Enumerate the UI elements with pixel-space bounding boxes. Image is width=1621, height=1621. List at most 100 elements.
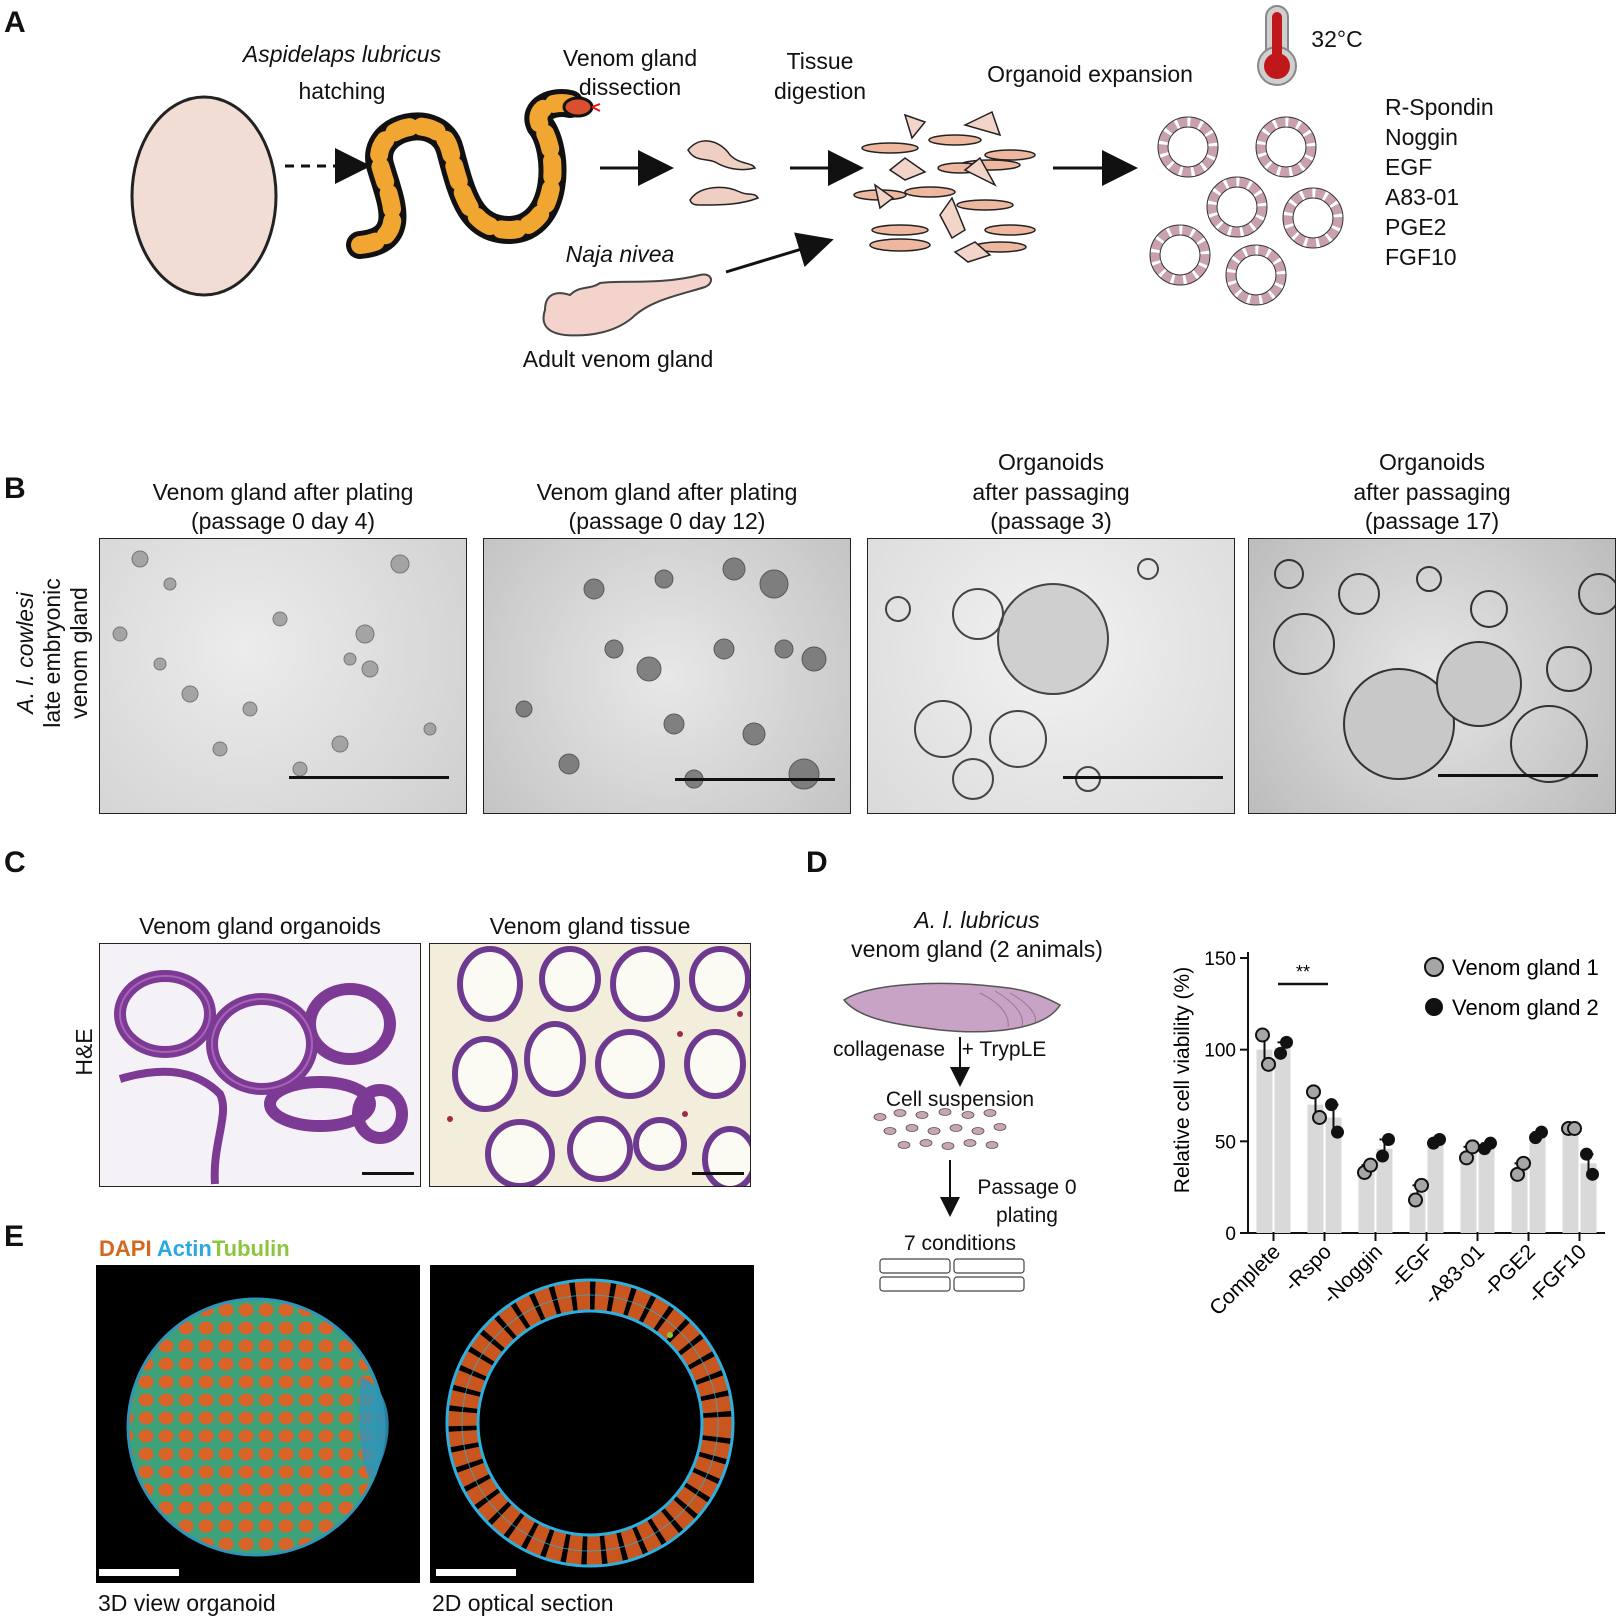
fluor-2d-image [430,1265,754,1583]
temperature-label: 32°C [1311,26,1363,52]
d-schematic [842,982,1062,1292]
micrograph-p0-day4 [99,538,467,814]
bar [1460,1152,1477,1233]
data-point [1408,1192,1423,1208]
tissue-he-title: Venom gland tissue [489,913,691,939]
row-label-b: A. l. cowlesi late embryonic venom gland [12,538,93,768]
bar [1427,1141,1444,1233]
legend-label-s1: Venom gland 1 [1452,955,1599,980]
y-tick-label: 100 [1204,1041,1236,1062]
organoid-rings-icon [1150,117,1343,305]
image-title-line2: (passage 0 day 12) [568,508,766,534]
growth-factor-list: R-Spondin Noggin EGF A83-01 PGE2 FGF10 [1385,92,1494,272]
row-label-stage: late embryonic [39,578,65,728]
data-point [1312,1110,1327,1125]
d-step-collagenase: collagenase [832,1038,946,1061]
caption-2d: 2D optical section [432,1590,614,1616]
egg-icon [130,95,278,297]
d-source: venom gland (2 animals) [851,936,1103,962]
he-tissue-image [429,943,751,1187]
data-point [1484,1136,1497,1150]
bar [1256,1049,1273,1233]
d-species: A. l. lubricus [914,907,1040,933]
data-point [1376,1149,1389,1163]
factor-item: EGF [1385,154,1433,180]
factor-item: A83-01 [1385,184,1460,210]
culture-dishes-icon [879,1258,1025,1292]
data-point [1567,1121,1582,1136]
hatching-label: hatching [298,78,386,104]
d-passage-2: plating [996,1204,1058,1227]
actin-label: Actin [156,1236,212,1261]
viability-chart: Relative cell viability (%) 050100150Com… [1171,949,1605,1320]
d-conditions: 7 conditions [903,1232,1017,1255]
data-point [1414,1177,1429,1193]
panel-label-a: A [4,6,26,39]
venom-gland-icon [842,982,1062,1033]
caption-3d: 3D view organoid [98,1590,276,1616]
data-point [1433,1133,1446,1146]
digestion-label-2: digestion [773,78,867,104]
adult-gland-label: Adult venom gland [522,346,714,372]
dissection-label-2: dissection [578,74,682,100]
data-point [1255,1027,1270,1043]
micrograph-passage3 [867,538,1235,814]
expansion-label: Organoid expansion [987,61,1193,87]
factor-item: PGE2 [1385,214,1447,240]
digested-cells-icon [853,110,1036,263]
bar [1358,1168,1375,1233]
d-passage-1: Passage 0 [977,1176,1077,1199]
scale-bar [289,776,449,779]
data-point [1516,1155,1531,1171]
factor-item: FGF10 [1385,244,1457,270]
bar [1376,1148,1393,1233]
y-tick-label: 50 [1215,1132,1236,1153]
data-point [1306,1084,1321,1100]
data-point [1382,1133,1395,1146]
legend-label-s2: Venom gland 2 [1452,995,1599,1020]
tubulin-label: Tubulin [211,1236,290,1261]
data-point [1580,1147,1593,1161]
scale-bar [692,1172,744,1175]
image-title-line1: Venom gland after plating [152,479,414,505]
dissected-gland-icon [687,140,760,206]
bar [1511,1168,1528,1233]
image-title-line0: Organoids [997,449,1105,475]
image-title-line1: after passaging [972,479,1130,505]
stain-legend: DAPI ActinTubulin [99,1236,290,1262]
scale-bar [1063,776,1223,779]
workflow-illustration [130,5,1344,337]
snake-icon [346,89,601,259]
scale-bar [436,1569,516,1576]
panel-label-d: D [806,846,828,879]
panel-label-b: B [4,472,26,505]
row-label-species: A. l. cowlesi [12,592,38,714]
image-title-line1: after passaging [1353,479,1511,505]
data-point [1325,1098,1338,1112]
data-point [1331,1125,1344,1139]
bar [1325,1117,1342,1233]
bar [1529,1134,1546,1233]
bar [1478,1146,1495,1233]
image-title-line2: (passage 3) [990,508,1112,534]
stain-label: H&E [71,1028,97,1076]
d-step-tryple: + TrypLE [961,1038,1047,1061]
scale-bar [1438,774,1598,777]
factor-item: Noggin [1385,124,1458,150]
y-tick-label: 150 [1204,949,1236,970]
thermometer-icon [1257,5,1297,86]
data-point [1510,1166,1525,1182]
digestion-label-1: Tissue [786,48,854,74]
adult-gland-icon [542,273,712,337]
scale-bar [99,1569,179,1576]
data-point [1280,1035,1293,1049]
legend-marker-s2 [1425,998,1443,1016]
image-title-line2: (passage 0 day 4) [190,508,376,534]
dapi-label: DAPI [99,1236,152,1261]
d-suspension: Cell suspension [885,1088,1035,1111]
y-tick-label: 0 [1225,1224,1236,1245]
data-point [1274,1046,1287,1060]
x-tick-label: Complete [1205,1240,1285,1320]
scale-bar [362,1172,414,1175]
dissection-label-1: Venom gland [562,45,698,71]
